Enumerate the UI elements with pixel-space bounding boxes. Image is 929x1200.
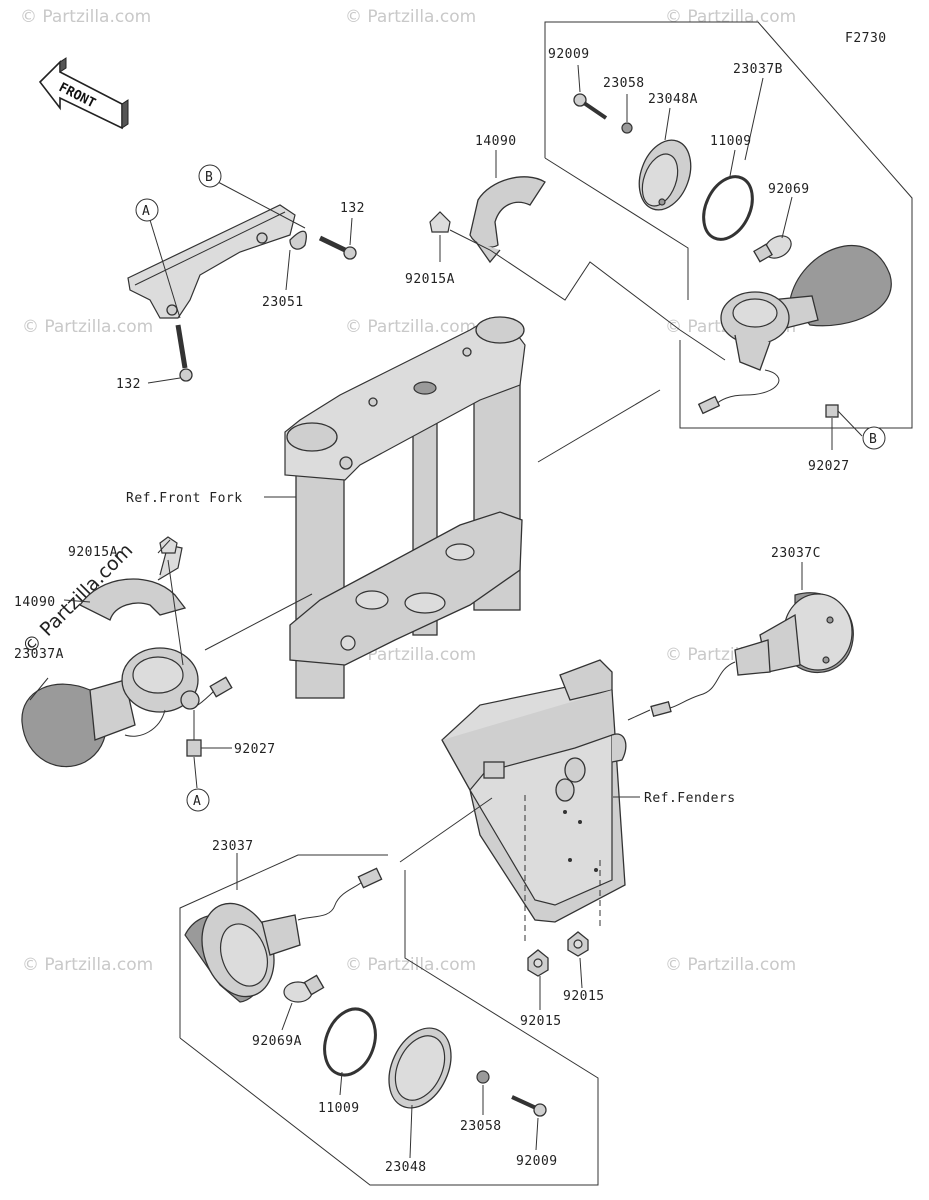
- figure-id: F2730: [845, 31, 887, 46]
- bolt-icon: [175, 324, 193, 382]
- part-number: 92015A: [405, 272, 455, 287]
- turn-signal-23037B-group: [544, 21, 913, 450]
- part-number: 11009: [710, 134, 752, 149]
- front-arrow-icon: FRONT: [38, 57, 129, 130]
- part-number: 92015: [520, 1014, 562, 1029]
- collar-icon: [825, 404, 839, 418]
- watermark: © Partzilla.com: [22, 955, 153, 975]
- watermark: © Partzilla.com: [665, 7, 796, 27]
- callout-b: [198, 164, 222, 188]
- turn-signal-housing-icon: [697, 245, 892, 415]
- turn-signal-23037A-group: [21, 536, 233, 789]
- lens-cover-icon: [388, 1027, 452, 1109]
- callout-letter: B: [869, 432, 877, 447]
- part-number: 14090: [14, 595, 56, 610]
- front-fork-group: [204, 316, 661, 699]
- watermark: © Partzilla.com: [345, 317, 476, 337]
- watermark: © Partzilla.com: [20, 7, 151, 27]
- callout-letter: B: [205, 170, 213, 185]
- part-number: 23037C: [771, 546, 821, 561]
- screw-icon: [573, 93, 608, 120]
- part-number: 23058: [460, 1119, 502, 1134]
- screw-icon: [511, 1095, 547, 1117]
- callout-a: [135, 198, 159, 222]
- bolt-icon: [318, 235, 357, 260]
- turn-signal-23037-group: [179, 853, 599, 1186]
- watermark: © Partzilla.com: [345, 7, 476, 27]
- ref-label: Ref.Fenders: [644, 791, 736, 806]
- part-number: 23048: [385, 1160, 427, 1175]
- washer-icon: [476, 1070, 490, 1084]
- bulb-icon: [283, 974, 325, 1003]
- callout-b: [862, 426, 886, 450]
- collar-icon: [186, 739, 202, 757]
- part-number: 23048A: [648, 92, 698, 107]
- watermark: © Partzilla.com: [22, 317, 153, 337]
- part-number: 92027: [234, 742, 276, 757]
- part-number: 92009: [516, 1154, 558, 1169]
- lens-cover-icon: [638, 139, 692, 211]
- turn-signal-23037C-group: [627, 562, 854, 721]
- part-number: 23058: [603, 76, 645, 91]
- clamp-14090-top-group: [429, 150, 726, 361]
- callout-letter: A: [142, 204, 150, 219]
- watermark: © Partzilla.com: [345, 645, 476, 665]
- part-number: 23037B: [733, 62, 783, 77]
- fender-bracket-group: [399, 659, 640, 945]
- part-number: 11009: [318, 1101, 360, 1116]
- nut-icon: [567, 931, 589, 957]
- bulb-icon: [753, 235, 792, 263]
- part-number: 132: [116, 377, 141, 392]
- part-number: 92009: [548, 47, 590, 62]
- part-number: 23051: [262, 295, 304, 310]
- watermark: © Partzilla.com: [345, 955, 476, 975]
- callout-letter: A: [193, 794, 201, 809]
- gasket-icon: [323, 1007, 377, 1077]
- part-number: 14090: [475, 134, 517, 149]
- part-number: 132: [340, 201, 365, 216]
- nut-icon: [159, 536, 178, 554]
- nut-icon: [429, 211, 451, 233]
- part-number: 92027: [808, 459, 850, 474]
- part-number: 92015A: [68, 545, 118, 560]
- gasket-icon: [702, 175, 754, 241]
- callout-a: [186, 788, 210, 812]
- part-number: 92069A: [252, 1034, 302, 1049]
- watermark: © Partzilla.com: [665, 955, 796, 975]
- part-number: 23037A: [14, 647, 64, 662]
- nut-icon: [527, 949, 549, 977]
- washer-icon: [621, 122, 633, 134]
- bracket-23051-group: [127, 181, 357, 384]
- part-number: 23037: [212, 839, 254, 854]
- part-number: 92015: [563, 989, 605, 1004]
- part-number: 92069: [768, 182, 810, 197]
- ref-label: Ref.Front Fork: [126, 491, 243, 506]
